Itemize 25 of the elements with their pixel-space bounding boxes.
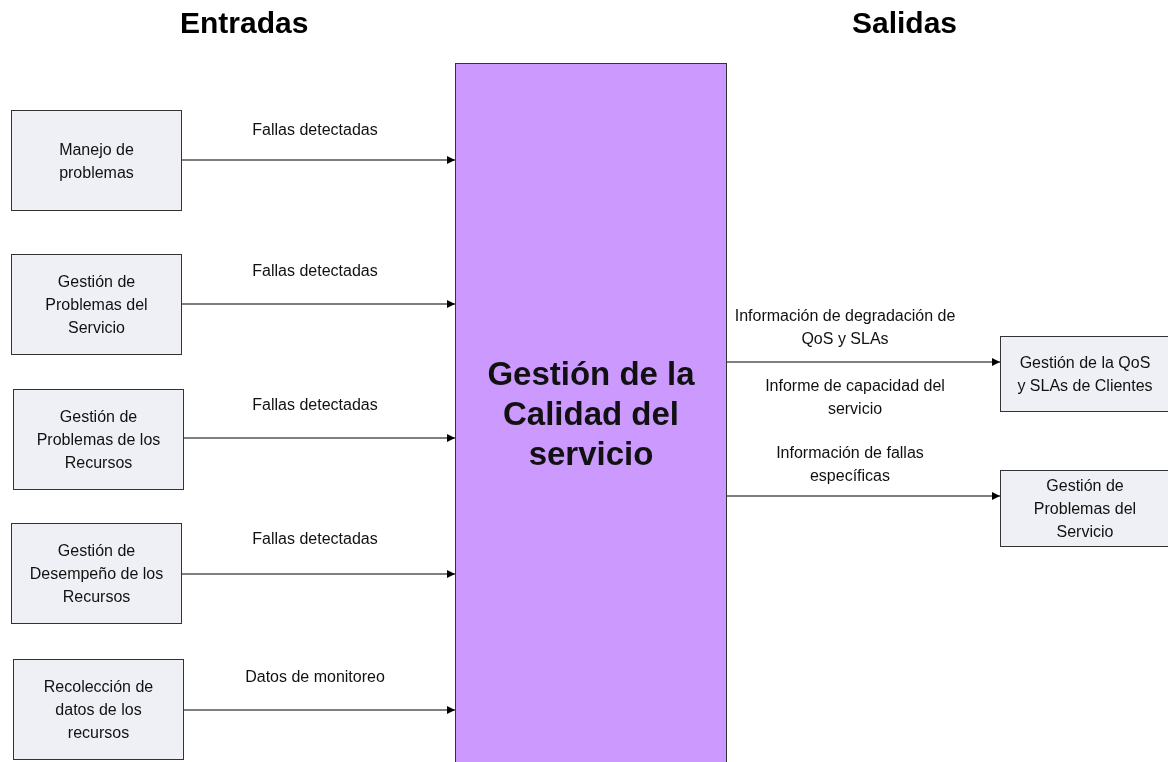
arrow — [181, 570, 456, 578]
edge-label: Fallas detectadas — [251, 120, 379, 140]
arrow — [181, 156, 456, 164]
column-heading: Entradas — [180, 6, 309, 40]
arrow — [183, 434, 456, 442]
process-box: Gestión de Problemas del Servicio — [1000, 470, 1168, 547]
process-box: Gestión de Problemas del Servicio — [11, 254, 182, 355]
process-box: Gestión de la QoS y SLAs de Clientes — [1000, 336, 1168, 412]
column-heading: Salidas — [852, 6, 958, 40]
arrow — [726, 492, 1001, 500]
process-box: Gestión de Desempeño de los Recursos — [11, 523, 182, 624]
edge-label: Fallas detectadas — [251, 395, 379, 415]
arrow — [181, 300, 456, 308]
process-box: Recolección de datos de los recursos — [13, 659, 184, 760]
edge-label: Información de fallas específicas — [775, 443, 925, 486]
edge-label: Fallas detectadas — [251, 529, 379, 549]
edge-label: Información de degradación de QoS y SLAs — [733, 306, 957, 349]
process-block: Gestión de la Calidad del servicio — [455, 63, 727, 762]
arrow — [183, 706, 456, 714]
note-text: Informe de capacidad del servicio — [764, 376, 946, 419]
process-box: Gestión de Problemas de los Recursos — [13, 389, 184, 490]
edge-label: Datos de monitoreo — [244, 667, 386, 687]
edge-label: Fallas detectadas — [251, 261, 379, 281]
arrow — [726, 358, 1001, 366]
process-box: Manejo de problemas — [11, 110, 182, 211]
